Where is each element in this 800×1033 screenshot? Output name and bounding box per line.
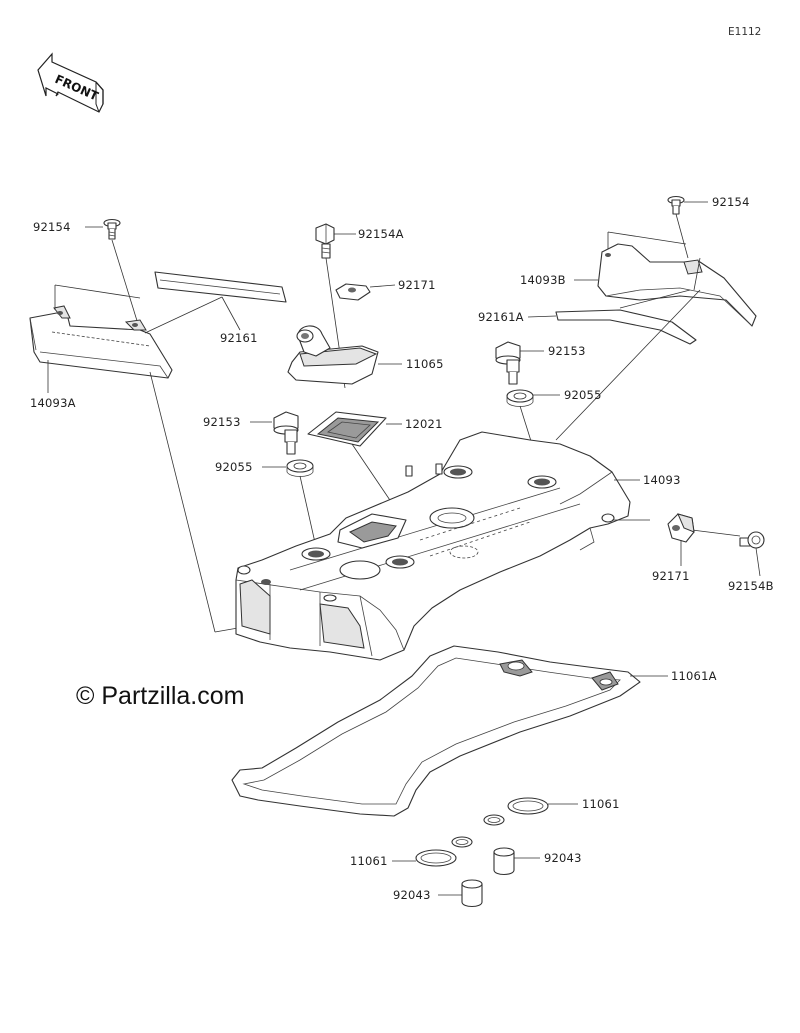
label-92171-top: 92171 [398,278,436,292]
label-92154B: 92154B [728,579,774,593]
gasket-12021 [307,411,387,447]
label-11061-left: 11061 [350,854,388,868]
breather-cover-11065 [287,325,379,385]
bolt-92154-right [667,195,685,215]
label-92171-right: 92171 [652,569,690,583]
label-11061A: 11061A [671,669,717,683]
label-92153-right: 92153 [548,344,586,358]
bolt-92154-left [103,218,121,240]
bolt-92153-right [495,341,521,385]
label-11061-right: 11061 [582,797,620,811]
washer-92055-right [506,389,534,407]
dowel-pin-92043-right [493,847,515,876]
label-92055-left: 92055 [215,460,253,474]
label-14093A: 14093A [30,396,76,410]
bolt-92154A [315,223,335,259]
label-12021: 12021 [405,417,443,431]
washer-92055-left [286,459,314,477]
label-14093: 14093 [643,473,681,487]
cylinder-head-cover-14093 [235,431,631,661]
bolt-92154B [739,531,765,549]
label-92043-left: 92043 [393,888,431,902]
clamp-92171-right [667,513,695,543]
seal-strip-92161A [555,309,697,345]
label-92153-left: 92153 [203,415,241,429]
bolt-92153-left [273,411,299,455]
label-92161: 92161 [220,331,258,345]
watermark: © Partzilla.com [76,682,244,710]
label-92055-right: 92055 [564,388,602,402]
o-ring-11061-left [415,836,473,867]
front-arrow-icon: FRONT [37,52,104,113]
dowel-pin-92043-left [461,879,483,908]
cover-gasket-11061A [231,645,641,817]
label-92043-right: 92043 [544,851,582,865]
o-ring-11061-right [483,797,549,826]
label-92154A: 92154A [358,227,404,241]
clamp-92171-top [335,283,371,301]
side-cover-14093A [29,305,173,379]
label-92161A: 92161A [478,310,524,324]
label-11065: 11065 [406,357,444,371]
diagram-code: E1112 [728,26,761,38]
seal-strip-92161 [154,271,287,303]
label-92154-right: 92154 [712,195,750,209]
label-14093B: 14093B [520,273,566,287]
label-92154-left: 92154 [33,220,71,234]
